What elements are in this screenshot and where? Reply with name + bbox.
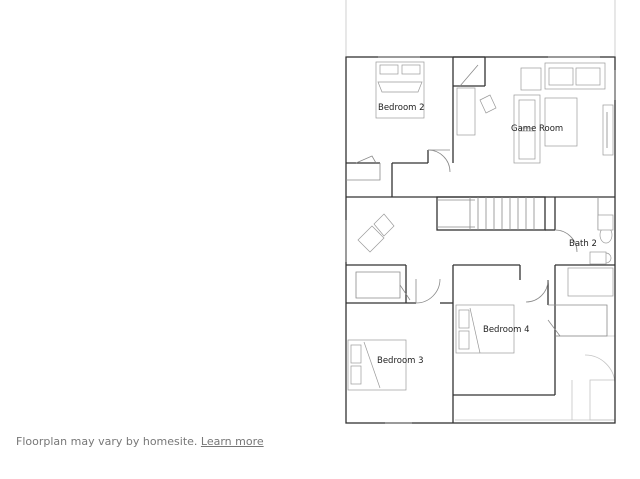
game-room-furniture <box>456 62 614 164</box>
interior-walls <box>346 56 615 423</box>
learn-more-link[interactable]: Learn more <box>200 435 264 448</box>
floorplan-disclaimer: Floorplan may vary by homesite. Learn mo… <box>16 435 264 448</box>
loft-furniture <box>357 213 395 253</box>
room-label-bath-2: Bath 2 <box>569 239 597 249</box>
disclaimer-text: Floorplan may vary by homesite. <box>16 435 198 448</box>
bedroom-2-furniture <box>375 61 425 119</box>
stairs <box>437 197 535 230</box>
room-label-bedroom-3: Bedroom 3 <box>377 356 424 366</box>
room-label-game-room: Game Room <box>511 124 563 134</box>
bath-2-fixtures <box>567 214 614 297</box>
bedroom-3-furniture <box>347 339 407 391</box>
room-label-bedroom-4: Bedroom 4 <box>483 325 530 335</box>
bedroom-4-furniture <box>455 304 515 354</box>
room-label-bedroom-2: Bedroom 2 <box>378 103 425 113</box>
